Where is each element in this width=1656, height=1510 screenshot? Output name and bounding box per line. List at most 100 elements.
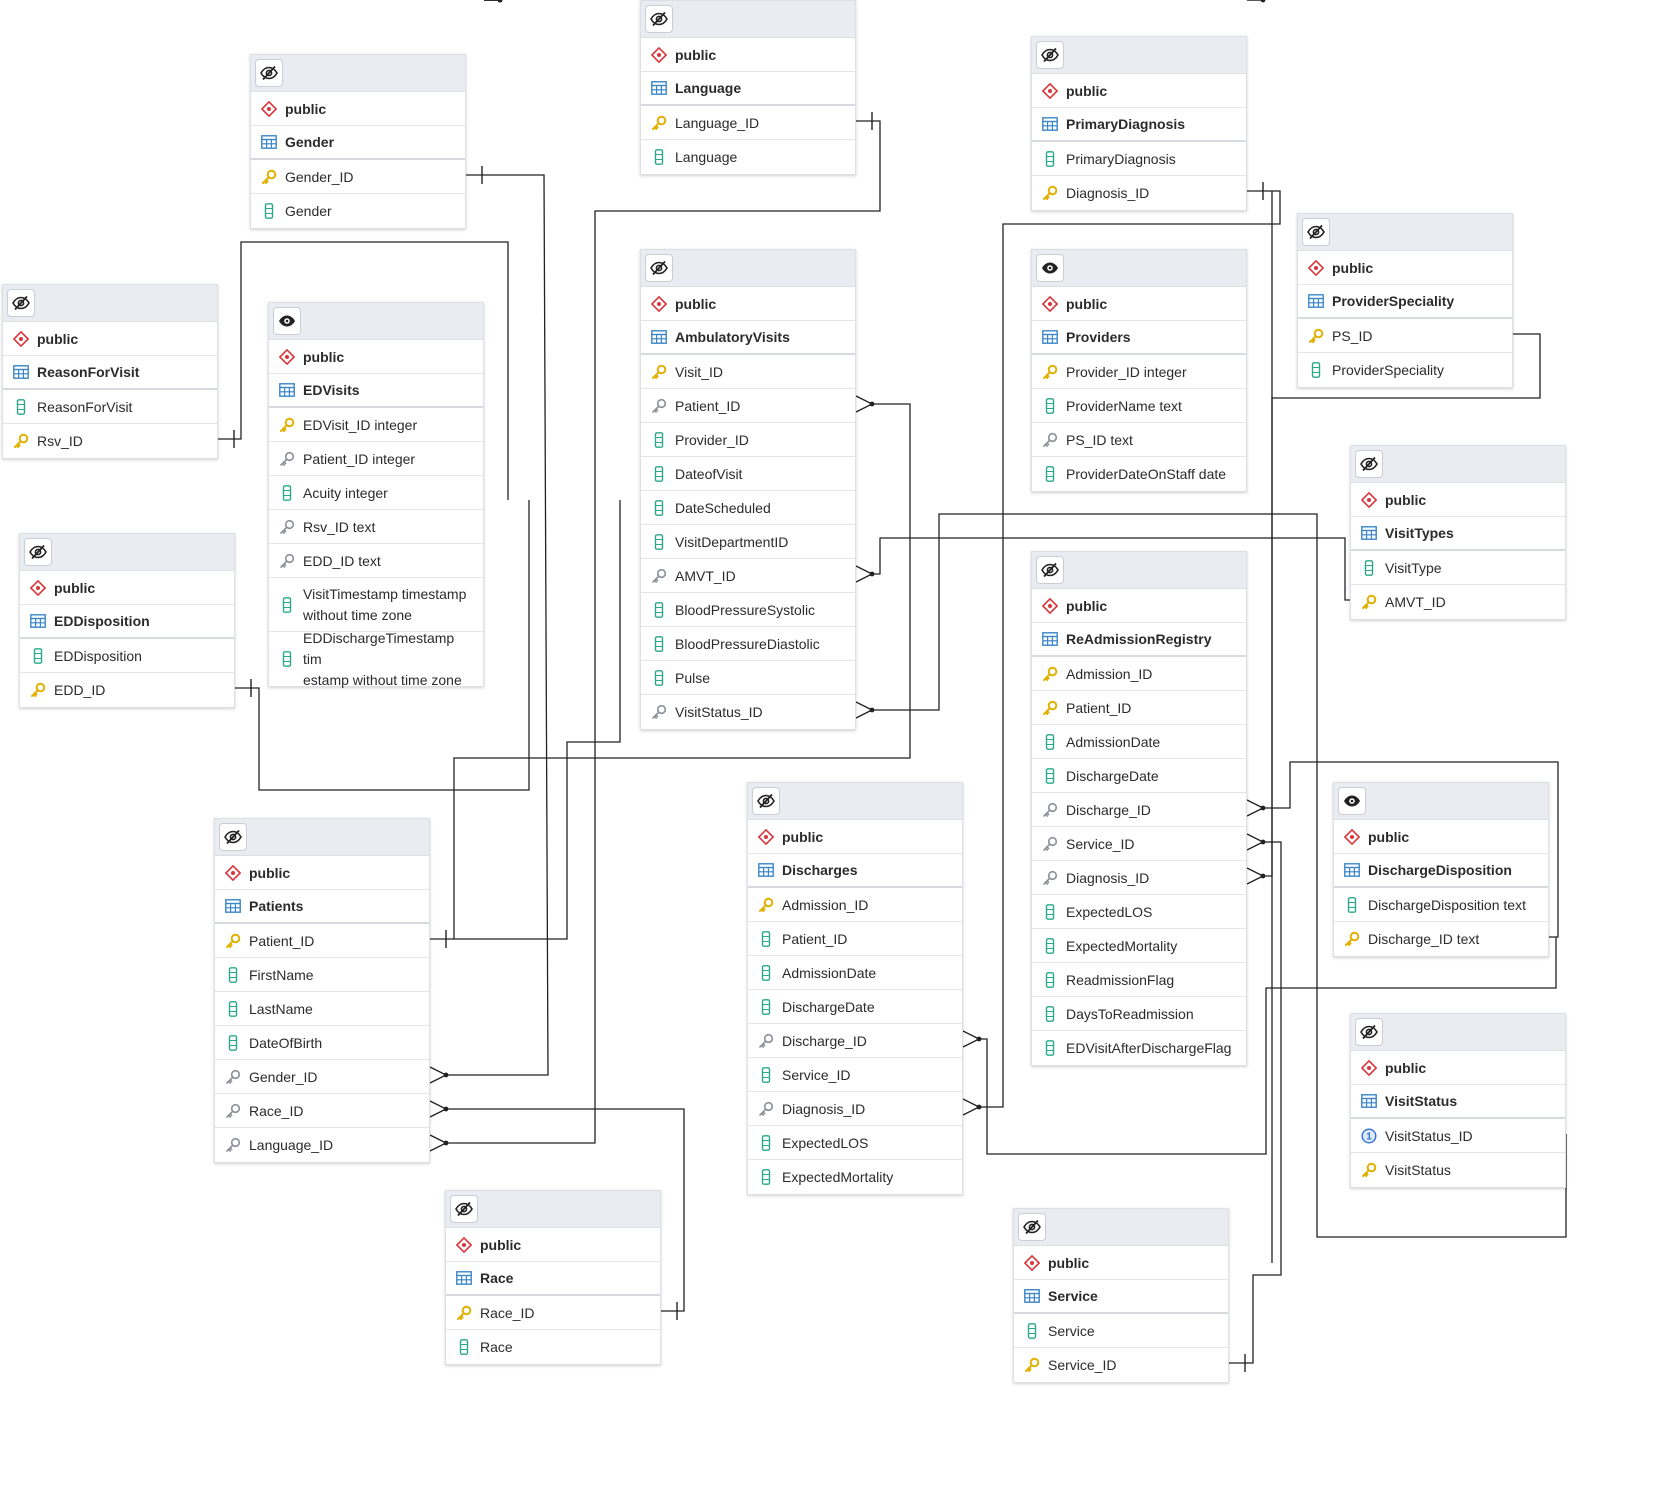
column-row[interactable]: DischargeDate [748,990,962,1024]
column-row[interactable]: Service [1014,1314,1228,1348]
column-row[interactable]: Admission_ID [1032,657,1246,691]
column-row[interactable]: ExpectedMortality [748,1160,962,1194]
column-row[interactable]: Acuity integer [269,476,483,510]
visibility-toggle-eye-slash-icon[interactable] [1355,450,1383,478]
table-name-row[interactable]: ProviderSpeciality [1298,285,1512,319]
column-row[interactable]: Language [641,140,855,174]
schema-row[interactable]: public [1351,483,1565,517]
schema-row[interactable]: public [1014,1246,1228,1280]
column-row[interactable]: Discharge_ID text [1334,922,1548,956]
column-row[interactable]: DateScheduled [641,491,855,525]
column-row[interactable]: Diagnosis_ID [1032,176,1246,210]
column-row[interactable]: Patient_ID [641,389,855,423]
table-name-row[interactable]: Race [446,1262,660,1296]
schema-row[interactable]: public [20,571,234,605]
column-row[interactable]: Gender_ID [251,160,465,194]
column-row[interactable]: Service_ID [748,1058,962,1092]
visibility-toggle-eye-slash-icon[interactable] [645,254,673,282]
column-row[interactable]: PrimaryDiagnosis [1032,142,1246,176]
table-name-row[interactable]: EDVisits [269,374,483,408]
column-row[interactable]: DateOfBirth [215,1026,429,1060]
column-row[interactable]: EDD_ID [20,673,234,707]
column-row[interactable]: DischargeDisposition text [1334,888,1548,922]
column-row[interactable]: Rsv_ID text [269,510,483,544]
column-row[interactable]: BloodPressureDiastolic [641,627,855,661]
table-name-row[interactable]: VisitStatus [1351,1085,1565,1119]
table-name-row[interactable]: PrimaryDiagnosis [1032,108,1246,142]
visibility-toggle-eye-slash-icon[interactable] [1036,41,1064,69]
column-row[interactable]: AMVT_ID [641,559,855,593]
column-row[interactable]: VisitDepartmentID [641,525,855,559]
column-row[interactable]: AdmissionDate [748,956,962,990]
visibility-toggle-eye-slash-icon[interactable] [1302,218,1330,246]
column-row[interactable]: Service_ID [1014,1348,1228,1382]
visibility-toggle-eye-icon[interactable] [1338,787,1366,815]
column-row[interactable]: Rsv_ID [3,424,217,458]
table-name-row[interactable]: Gender [251,126,465,160]
column-row[interactable]: PS_ID [1298,319,1512,353]
schema-row[interactable]: public [3,322,217,356]
table-name-row[interactable]: AmbulatoryVisits [641,321,855,355]
column-row[interactable]: VisitStatus_ID [641,695,855,729]
visibility-toggle-eye-slash-icon[interactable] [645,5,673,33]
column-row[interactable]: EDVisitAfterDischargeFlag [1032,1031,1246,1065]
column-row[interactable]: ProviderName text [1032,389,1246,423]
column-row[interactable]: Race_ID [215,1094,429,1128]
column-row[interactable]: AMVT_ID [1351,585,1565,619]
column-row[interactable]: Admission_ID [748,888,962,922]
table-name-row[interactable]: Language [641,72,855,106]
schema-row[interactable]: public [1351,1051,1565,1085]
column-row[interactable]: AdmissionDate [1032,725,1246,759]
column-row[interactable]: Pulse [641,661,855,695]
column-row[interactable]: BloodPressureSystolic [641,593,855,627]
column-row[interactable]: ReadmissionFlag [1032,963,1246,997]
table-name-row[interactable]: Patients [215,890,429,924]
column-row[interactable]: ReasonForVisit [3,390,217,424]
table-name-row[interactable]: Discharges [748,854,962,888]
column-row[interactable]: Race_ID [446,1296,660,1330]
visibility-toggle-eye-slash-icon[interactable] [752,787,780,815]
column-row[interactable]: ProviderSpeciality [1298,353,1512,387]
column-row[interactable]: ProviderDateOnStaff date [1032,457,1246,491]
column-row[interactable]: Race [446,1330,660,1364]
column-row[interactable]: Patient_ID integer [269,442,483,476]
column-row[interactable]: VisitStatus [1351,1153,1565,1187]
column-row[interactable]: PS_ID text [1032,423,1246,457]
column-row[interactable]: VisitType [1351,551,1565,585]
column-row[interactable]: Diagnosis_ID [748,1092,962,1126]
column-row[interactable]: Gender_ID [215,1060,429,1094]
column-row[interactable]: DaysToReadmission [1032,997,1246,1031]
visibility-toggle-eye-slash-icon[interactable] [255,59,283,87]
table-name-row[interactable]: ReAdmissionRegistry [1032,623,1246,657]
column-row[interactable]: EDDisposition [20,639,234,673]
column-row[interactable]: DateofVisit [641,457,855,491]
column-row[interactable]: Discharge_ID [748,1024,962,1058]
visibility-toggle-eye-icon[interactable] [1036,254,1064,282]
table-name-row[interactable]: ReasonForVisit [3,356,217,390]
visibility-toggle-eye-slash-icon[interactable] [1036,556,1064,584]
schema-row[interactable]: public [1334,820,1548,854]
column-row[interactable]: Gender [251,194,465,228]
column-row[interactable]: Provider_ID integer [1032,355,1246,389]
column-row[interactable]: Language_ID [215,1128,429,1162]
table-name-row[interactable]: VisitTypes [1351,517,1565,551]
column-row[interactable]: Service_ID [1032,827,1246,861]
